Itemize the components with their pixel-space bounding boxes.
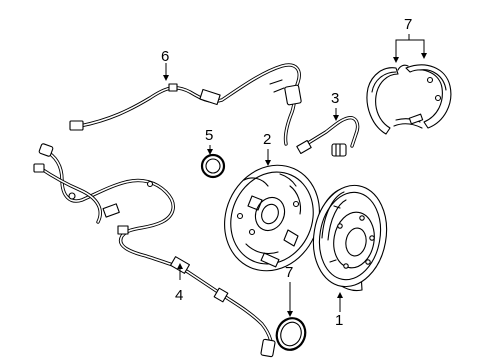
part-number-6: 6 [161,48,169,65]
upper-harness [69,63,302,146]
backing-plate [224,164,320,272]
part-number-4: 4 [175,287,183,304]
part-number-7-lower: 7 [285,264,293,281]
callout-4: 4 [175,263,183,304]
part-number-3: 3 [331,90,339,107]
axle-seal [200,153,226,179]
callout-7-top: 7 [393,16,427,63]
brake-drum [312,184,388,292]
callout-2: 2 [263,131,271,166]
abs-sensor-harness [33,143,276,358]
part-number-2: 2 [263,131,271,148]
brake-hose [296,116,360,157]
part-number-1: 1 [335,312,343,329]
callout-3: 3 [331,90,339,121]
part-number-7-top: 7 [404,16,412,33]
callout-5: 5 [205,127,213,155]
part-number-5: 5 [205,127,213,144]
seal-lower [275,317,307,351]
callout-6: 6 [161,48,169,81]
callout-7-lower: 7 [285,264,293,317]
brake-shoe-set [366,64,452,135]
callout-1: 1 [335,292,343,329]
